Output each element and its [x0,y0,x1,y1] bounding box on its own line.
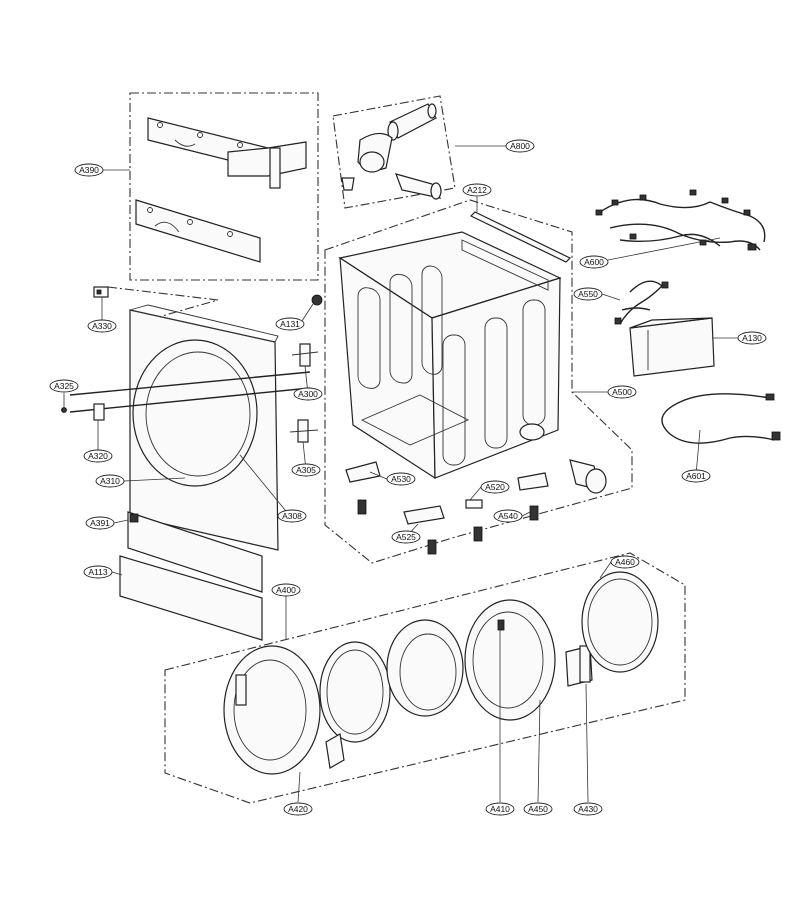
callout-a300-label: A300 [298,389,318,399]
callout-a113-label: A113 [88,567,107,577]
door-glass-ring [319,641,391,743]
callout-a113: A113 [83,565,113,579]
group-boundary-door [164,552,686,804]
wire-harness-small [614,280,669,325]
hinge-bracket-left [93,403,105,421]
knob-part [311,294,323,306]
callout-a460-label: A460 [615,557,635,567]
door-switch [93,286,109,298]
callout-a520-label: A520 [485,482,505,492]
group-boundary-a390 [129,92,319,281]
callout-a400: A400 [271,583,301,597]
door-outer-frame [223,645,321,775]
control-bracket-lower [135,199,261,263]
leveling-feet [357,499,539,555]
group-boundary-a800 [332,95,456,209]
callout-a390: A390 [74,163,104,177]
wire-harness-main [595,189,766,251]
callout-a800: A800 [505,139,535,153]
control-box [629,317,715,377]
callout-a450: A450 [523,802,553,816]
callout-a390-label: A390 [79,165,99,175]
door-gasket [581,571,659,673]
hinge-lower [289,419,319,443]
callout-a600-label: A600 [584,257,604,267]
callout-a550: A550 [573,287,603,301]
control-bracket-upper [147,117,307,189]
callout-a540-label: A540 [498,511,518,521]
callout-a460: A460 [610,555,640,569]
callout-a400-label: A400 [276,585,296,595]
door-hinge-plate [565,645,593,687]
callout-a601: A601 [681,469,711,483]
kick-plate [119,555,263,641]
door-handle [325,733,345,769]
callout-a130: A130 [737,331,767,345]
callout-a500-label: A500 [612,387,632,397]
callout-a391: A391 [85,516,115,530]
front-panel [69,304,311,551]
callout-a305-label: A305 [296,465,316,475]
callout-a800-label: A800 [510,141,530,151]
callout-a320-label: A320 [88,451,108,461]
callout-a540: A540 [493,509,523,523]
callout-a330: A330 [87,319,117,333]
callout-a320: A320 [83,449,113,463]
group-boundary-cabinet [324,199,633,564]
exhaust-duct [341,103,442,200]
callout-a525: A525 [391,530,421,544]
callout-a600: A600 [579,255,609,269]
door-inner-glass [386,619,464,717]
callout-a500: A500 [607,385,637,399]
callout-a391-label: A391 [90,518,110,528]
callout-a325: A325 [49,379,79,393]
top-strip [469,211,572,263]
callout-a525-label: A525 [396,532,416,542]
callout-a131-label: A131 [280,319,300,329]
callout-a310-label: A310 [100,476,120,486]
callout-a520: A520 [480,480,510,494]
callout-a305: A305 [291,463,321,477]
callout-a308-label: A308 [282,511,302,521]
callout-a330-label: A330 [92,321,112,331]
callout-a420-label: A420 [288,804,308,814]
callout-a420: A420 [283,802,313,816]
door-inner-frame [464,599,556,721]
callout-a601-label: A601 [686,471,706,481]
callout-a410-label: A410 [490,804,510,814]
power-cord [661,393,781,444]
callout-a430: A430 [573,802,603,816]
callout-a325-label: A325 [54,381,74,391]
screw-a325 [61,407,67,413]
callout-a212: A212 [462,183,492,197]
leader-lines [63,145,738,803]
callout-a530: A530 [386,472,416,486]
hinge-upper [291,343,319,367]
exhaust-stub [569,459,607,494]
callout-a300: A300 [293,387,323,401]
callout-a410: A410 [485,802,515,816]
leveling-brackets [345,461,549,525]
cabinet [338,231,562,480]
group-boundary-front-panel [107,286,219,319]
callout-a430-label: A430 [578,804,598,814]
callout-a530-label: A530 [391,474,411,484]
callout-a550-label: A550 [578,289,598,299]
callout-a131: A131 [275,317,305,331]
callout-a450-label: A450 [528,804,548,814]
callout-a130-label: A130 [742,333,762,343]
lower-bracket [127,511,263,593]
callout-a308: A308 [277,509,307,523]
callout-a310: A310 [95,474,125,488]
callout-a212-label: A212 [467,185,487,195]
